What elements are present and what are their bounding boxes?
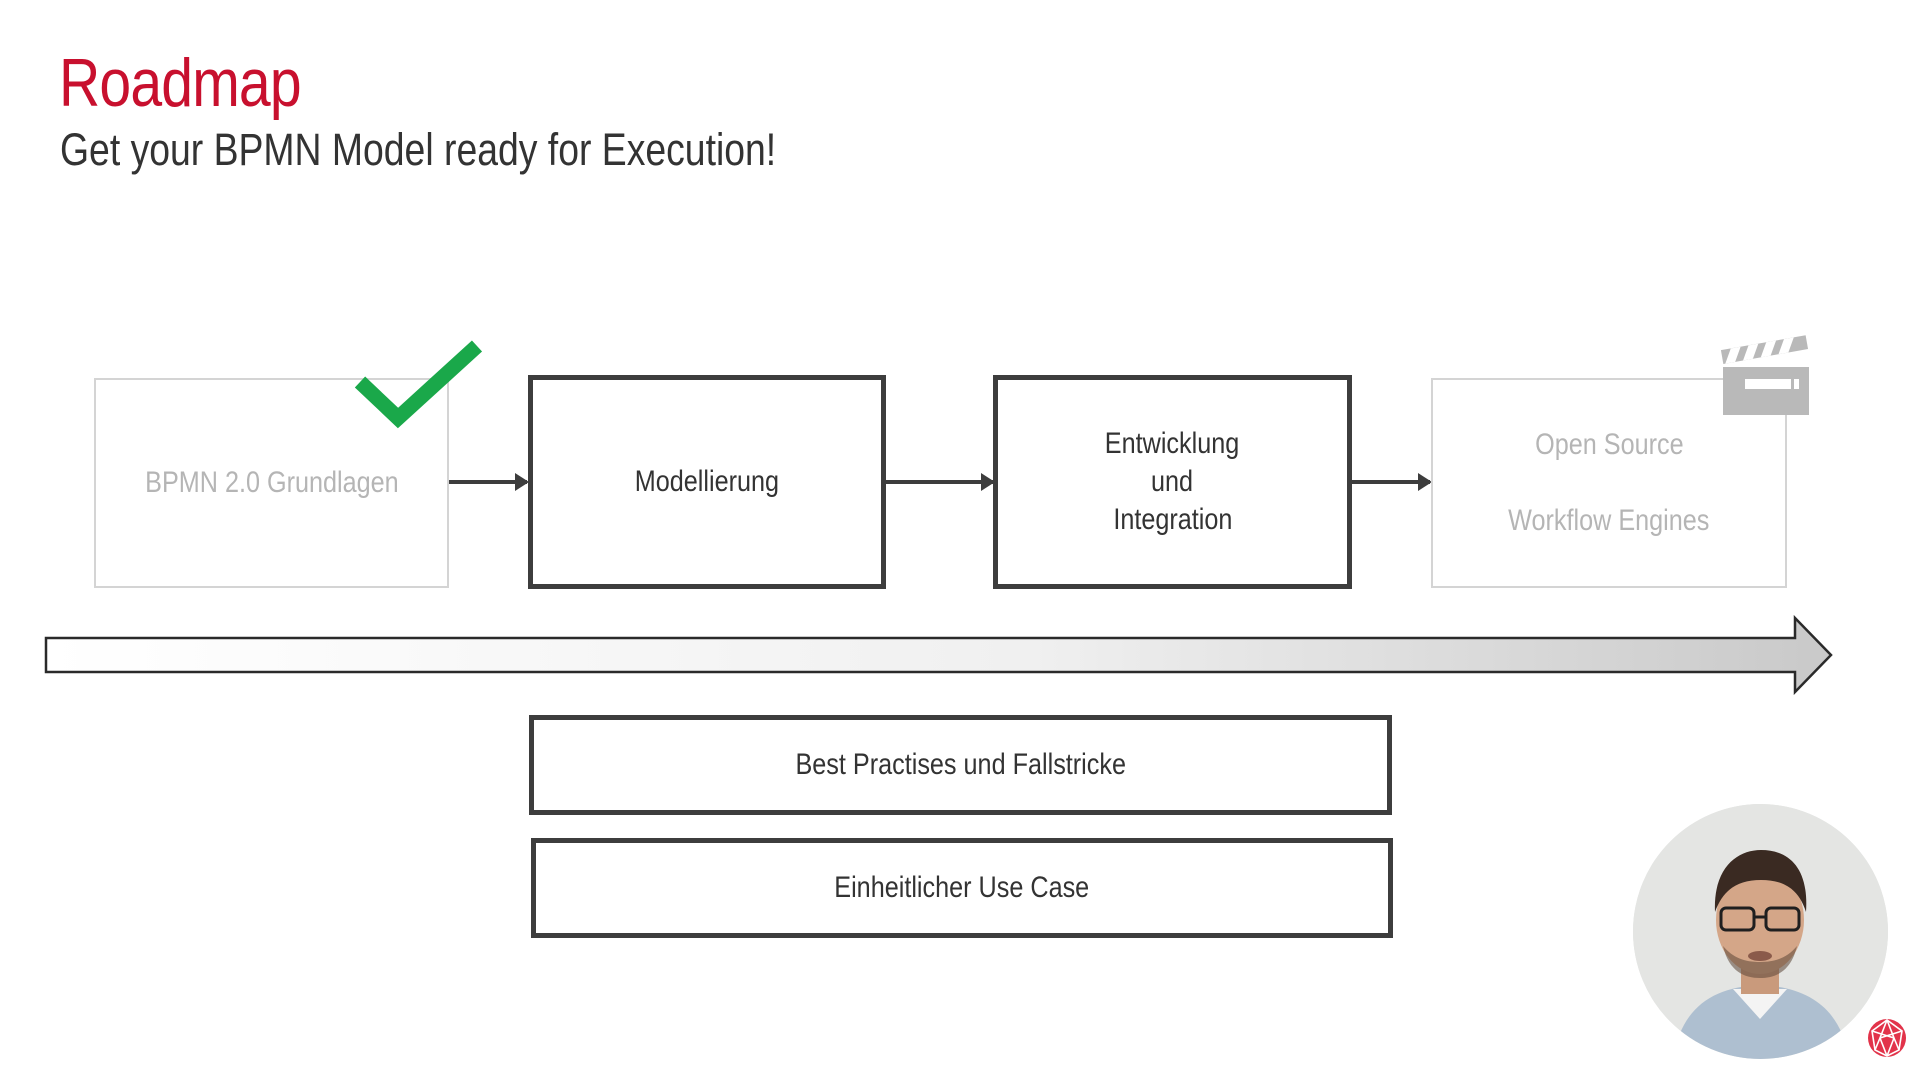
step-label-line: Open Source (1534, 428, 1684, 461)
checkmark-icon (354, 340, 483, 429)
slide-subtitle: Get your BPMN Model ready for Execution! (60, 124, 777, 175)
topic-best-practises: Best Practises und Fallstricke (529, 715, 1392, 815)
slide-title: Roadmap (59, 45, 302, 121)
clapperboard-icon (1720, 335, 1809, 415)
line-spacer (1607, 464, 1611, 502)
connector-arrow (1352, 473, 1432, 491)
brand-sphere-icon (1868, 1019, 1906, 1057)
step-label: BPMN 2.0 Grundlagen (144, 466, 399, 499)
topic-label: Best Practises und Fallstricke (795, 748, 1126, 781)
step-label-line: Entwicklung (1105, 427, 1240, 460)
connector-arrow (449, 473, 529, 491)
presenter-video[interactable] (1633, 804, 1888, 1059)
step-label-line: Workflow Engines (1508, 504, 1710, 537)
step-label: Modellierung (634, 465, 780, 498)
presenter-avatar (1633, 804, 1888, 1059)
timeline-arrow (44, 615, 1833, 695)
topic-label: Einheitlicher Use Case (834, 871, 1090, 904)
step-modellierung: Modellierung (528, 375, 886, 589)
step-entwicklung-integration: Entwicklung und Integration (993, 375, 1352, 589)
step-label-line: und (1151, 465, 1194, 498)
topic-use-case: Einheitlicher Use Case (531, 838, 1393, 938)
step-label-line: Integration (1112, 503, 1233, 536)
step-open-source-engines: Open Source Workflow Engines (1431, 378, 1787, 588)
connector-arrow (886, 473, 995, 491)
